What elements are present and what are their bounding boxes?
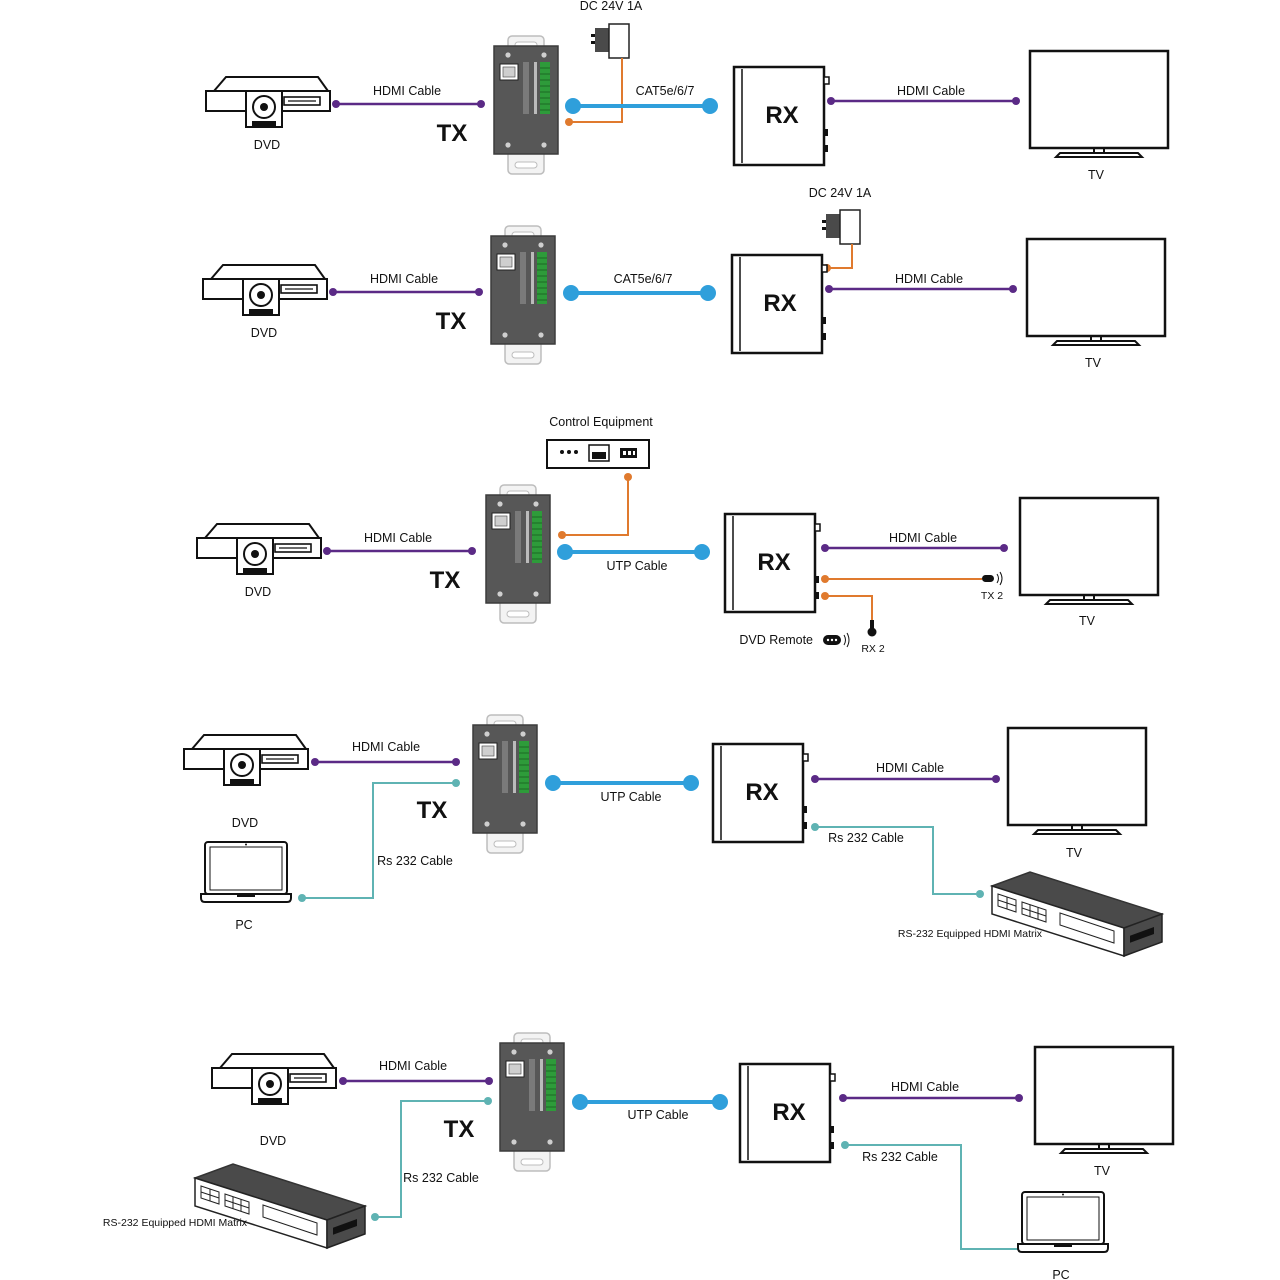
hdmi-cable-label: HDMI Cable xyxy=(370,272,438,286)
tx-wallplate-icon xyxy=(499,1032,565,1172)
tv-label: TV xyxy=(1079,614,1096,628)
laptop-icon xyxy=(200,841,292,903)
dvd-device-icon xyxy=(202,264,328,316)
rx-label: RX xyxy=(757,549,790,576)
utp-cable-label: UTP Cable xyxy=(607,559,668,573)
rs232-cable-line xyxy=(302,782,456,899)
power-adapter-icon xyxy=(590,23,630,59)
rs232-cable-label: Rs 232 Cable xyxy=(377,854,453,868)
ir-receiver-icon xyxy=(867,620,877,637)
laptop-icon xyxy=(1017,1191,1109,1253)
hdmi-matrix-icon xyxy=(194,1163,366,1249)
tx2-label: TX 2 xyxy=(981,590,1003,602)
tv-label: TV xyxy=(1066,846,1083,860)
diagram-1: DVD HDMI Cable TX DC 24V 1A CAT5e/6/7 RX… xyxy=(205,0,1170,182)
rx-label: RX xyxy=(765,102,798,129)
dvd-device-icon xyxy=(205,76,331,128)
dvd-label: DVD xyxy=(254,138,280,152)
rx-label: RX xyxy=(745,779,778,806)
remote-control-icon xyxy=(823,632,850,648)
dvd-label: DVD xyxy=(232,816,258,830)
matrix-label: RS-232 Equipped HDMI Matrix xyxy=(103,1217,248,1229)
dvd-label: DVD xyxy=(251,326,277,340)
power-cable-line xyxy=(569,58,623,123)
tx-label: TX xyxy=(430,567,461,594)
tv-label: TV xyxy=(1085,356,1102,370)
hdmi-cable-label: HDMI Cable xyxy=(876,761,944,775)
rs232-cable-line xyxy=(815,826,980,895)
hdmi-cable-label: HDMI Cable xyxy=(889,531,957,545)
rx-label: RX xyxy=(772,1099,805,1126)
tv-icon xyxy=(1033,1045,1175,1155)
pc-label: PC xyxy=(1052,1268,1069,1280)
power-label: DC 24V 1A xyxy=(580,0,643,13)
diagram-3: DVD HDMI Cable TX Control Equipment UTP … xyxy=(196,415,1160,655)
cat5-label: CAT5e/6/7 xyxy=(614,272,673,286)
tx-label: TX xyxy=(436,308,467,335)
hdmi-cable-label: HDMI Cable xyxy=(897,84,965,98)
dvd-remote-label: DVD Remote xyxy=(739,633,813,647)
rs232-cable-label: Rs 232 Cable xyxy=(862,1150,938,1164)
control-equipment-label: Control Equipment xyxy=(549,415,653,429)
rx2-label: RX 2 xyxy=(861,643,885,655)
tv-icon xyxy=(1018,496,1160,606)
power-label: DC 24V 1A xyxy=(809,186,872,200)
rs232-cable-label: Rs 232 Cable xyxy=(828,831,904,845)
tx-label: TX xyxy=(437,120,468,147)
power-cable-line xyxy=(827,244,853,269)
tx-label: TX xyxy=(417,797,448,824)
pc-label: PC xyxy=(235,918,252,932)
diagram-5: DVD HDMI Cable Rs 232 Cable TX RS-232 Eq… xyxy=(103,1032,1175,1280)
dvd-label: DVD xyxy=(260,1134,286,1148)
diagram-2: DVD HDMI Cable TX CAT5e/6/7 DC 24V 1A RX… xyxy=(202,186,1167,370)
tx-wallplate-icon xyxy=(490,225,556,365)
matrix-label: RS-232 Equipped HDMI Matrix xyxy=(898,928,1043,940)
hdmi-cable-label: HDMI Cable xyxy=(352,740,420,754)
diagram-4: DVD HDMI Cable Rs 232 Cable TX PC UTP Ca… xyxy=(183,714,1163,957)
tv-label: TV xyxy=(1094,1164,1111,1178)
rs232-cable-label: Rs 232 Cable xyxy=(403,1171,479,1185)
tx-wallplate-icon xyxy=(493,35,559,175)
utp-cable-label: UTP Cable xyxy=(628,1108,689,1122)
tx-wallplate-icon xyxy=(472,714,538,854)
dvd-device-icon xyxy=(211,1053,337,1105)
utp-cable-label: UTP Cable xyxy=(601,790,662,804)
tx-label: TX xyxy=(444,1116,475,1143)
rs232-cable-line xyxy=(845,1144,1030,1250)
hdmi-cable-label: HDMI Cable xyxy=(373,84,441,98)
cat5-label: CAT5e/6/7 xyxy=(636,84,695,98)
tx-wallplate-icon xyxy=(485,484,551,624)
dvd-device-icon xyxy=(183,734,309,786)
ir-rx-cable-line xyxy=(825,595,873,626)
hdmi-matrix-icon xyxy=(991,871,1163,957)
tv-icon xyxy=(1028,49,1170,159)
hdmi-cable-label: HDMI Cable xyxy=(379,1059,447,1073)
hdmi-cable-label: HDMI Cable xyxy=(891,1080,959,1094)
rx-label: RX xyxy=(763,290,796,317)
ir-emitter-icon xyxy=(982,571,1003,586)
dvd-label: DVD xyxy=(245,585,271,599)
hdmi-cable-label: HDMI Cable xyxy=(895,272,963,286)
control-equipment-icon xyxy=(546,439,650,469)
control-cable-line xyxy=(562,477,629,536)
power-adapter-icon xyxy=(821,209,861,245)
tv-icon xyxy=(1025,237,1167,347)
dvd-device-icon xyxy=(196,523,322,575)
tv-icon xyxy=(1006,726,1148,836)
tv-label: TV xyxy=(1088,168,1105,182)
hdmi-cable-label: HDMI Cable xyxy=(364,531,432,545)
rs232-cable-line xyxy=(375,1100,488,1218)
